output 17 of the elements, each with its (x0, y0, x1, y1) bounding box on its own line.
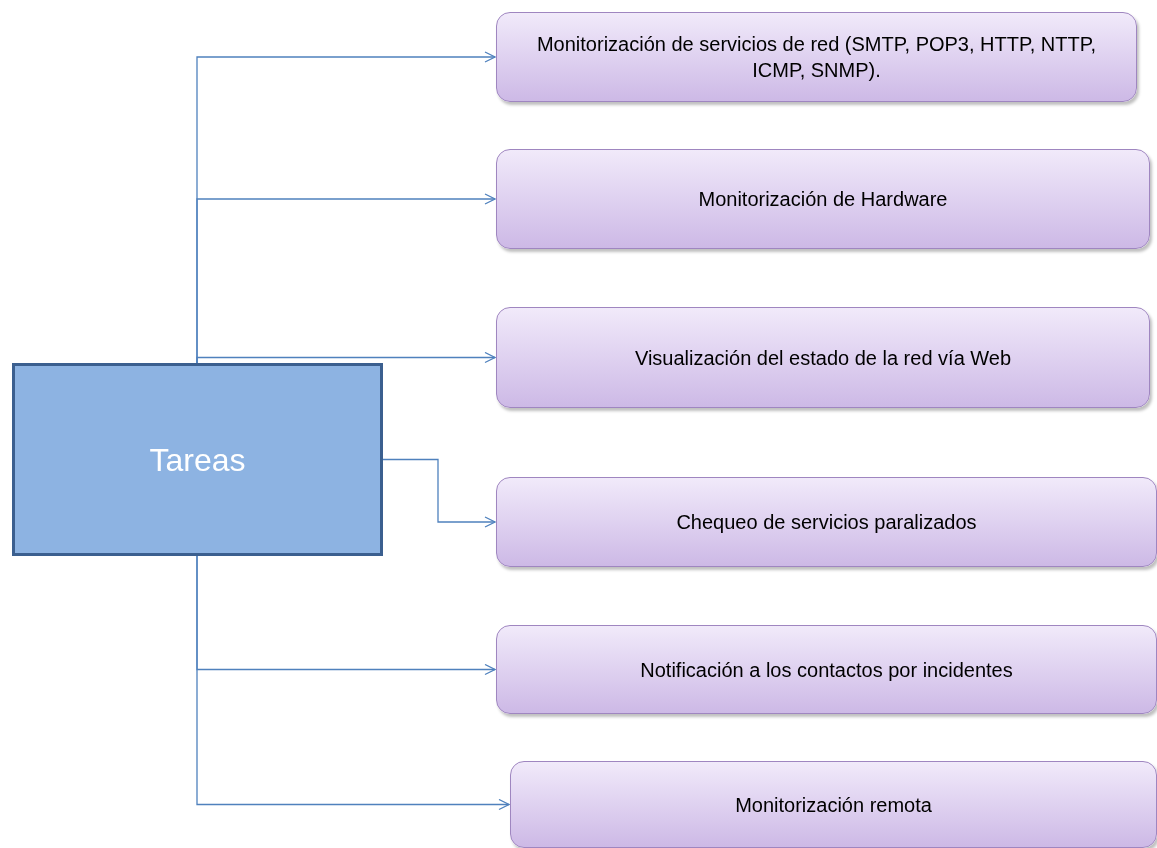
task-box (496, 149, 1150, 249)
connector-arrow (382, 458, 496, 528)
node-label: Chequeo de servicios paralizados (676, 510, 977, 535)
task-box (496, 307, 1150, 408)
node-label: Visualización del estado de la red vía Web (634, 345, 1012, 371)
node-label: Monitorización remota (735, 792, 932, 818)
connector-arrow (196, 351, 496, 364)
main-box (12, 363, 383, 556)
task-box (496, 477, 1157, 567)
task-box (510, 761, 1157, 848)
connector-arrow (196, 555, 510, 811)
task-box (496, 12, 1137, 102)
node-label: Monitorización de Hardware (698, 187, 948, 212)
node-label: Notificación a los contactos por incidentes (640, 657, 1013, 683)
task-box (496, 625, 1157, 714)
node-label: Monitorización de servicios de red (SMTP, POP3, HTTP, NTTP, ICMP, SNMP). (535, 32, 1098, 83)
node-label: Tareas (149, 440, 246, 480)
